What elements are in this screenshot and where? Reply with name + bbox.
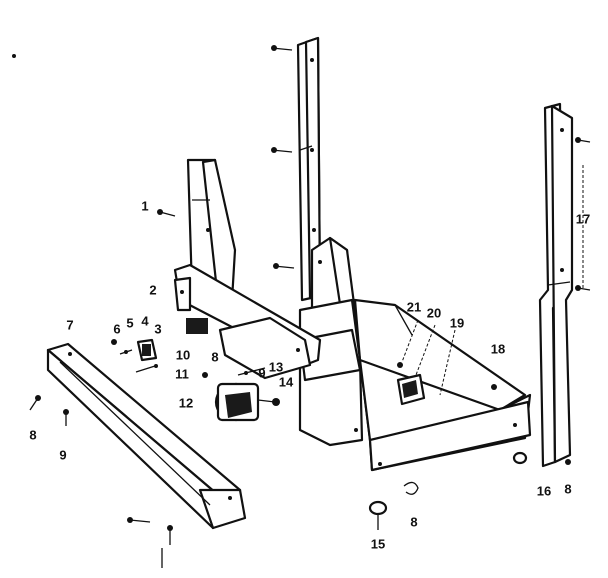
center-housing: [298, 298, 364, 447]
callout-21: 21: [407, 299, 421, 314]
callout-1: 1: [141, 198, 148, 213]
callout-17: 17: [576, 211, 590, 226]
callout-7: 7: [66, 317, 73, 332]
callout-13: 13: [269, 359, 283, 374]
callout-12: 12: [179, 395, 193, 410]
callout-20: 20: [427, 305, 441, 320]
callout-19: 19: [450, 315, 464, 330]
clip-parts: [111, 338, 158, 373]
rail-screws: [271, 45, 295, 269]
callout-5: 5: [126, 315, 133, 330]
motor-assembly: [202, 367, 280, 422]
callout-3: 3: [154, 321, 161, 336]
callout-18: 18: [491, 341, 505, 356]
front-cross-rail: [173, 263, 322, 380]
callout-2: 2: [149, 282, 156, 297]
terminal-block: [396, 362, 426, 406]
callout-16: 16: [537, 483, 551, 498]
loose-fasteners: [12, 54, 591, 568]
callout-9a: 9: [59, 447, 66, 462]
callout-11: 11: [175, 366, 189, 381]
callout-10: 10: [176, 347, 190, 362]
callout-6: 6: [113, 321, 120, 336]
front-toe-plate: [46, 342, 247, 530]
right-side-rail: [538, 102, 574, 468]
callout-8a: 8: [29, 427, 36, 442]
callout-8c: 8: [410, 514, 417, 529]
leader-lines: [401, 165, 584, 396]
callout-15: 15: [371, 536, 385, 551]
callout-labels: 1 2 3 4 5 6 7 8 9 8 9 10 11 12 13 14 15 …: [29, 198, 590, 551]
callout-8d: 8: [564, 481, 571, 496]
callout-14: 14: [279, 374, 294, 389]
callout-8b: 8: [211, 349, 218, 364]
callout-4: 4: [141, 313, 149, 328]
callout-9b: 9: [258, 365, 265, 380]
